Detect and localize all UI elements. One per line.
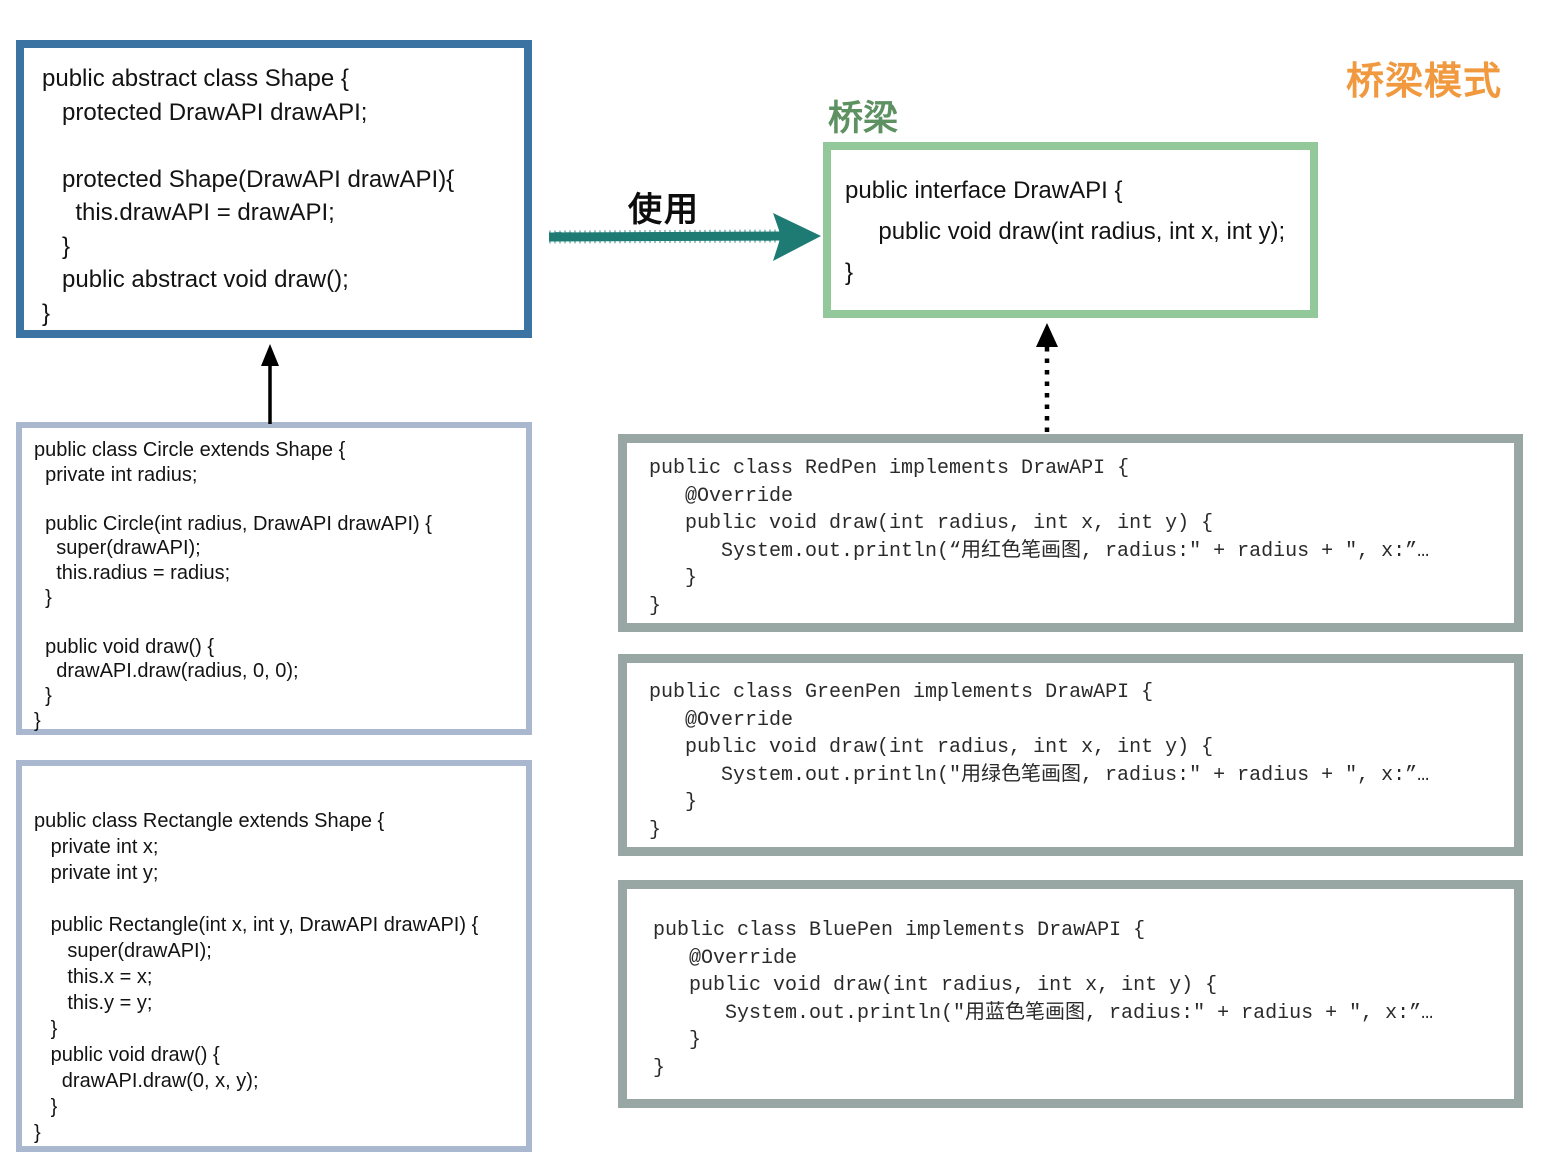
- drawapi-interface-box: public interface DrawAPI { public void d…: [823, 142, 1318, 318]
- redpen-class-code: public class RedPen implements DrawAPI {…: [649, 457, 1430, 618]
- extends-arrow-icon: [261, 344, 279, 424]
- shape-class-code: public abstract class Shape { protected …: [42, 65, 455, 327]
- bluepen-class-code: public class BluePen implements DrawAPI …: [653, 919, 1434, 1080]
- rectangle-class-box: public class Rectangle extends Shape { p…: [16, 760, 532, 1152]
- bluepen-class-box: public class BluePen implements DrawAPI …: [618, 880, 1523, 1108]
- circle-class-box: public class Circle extends Shape { priv…: [16, 422, 532, 735]
- implements-arrow-icon: [1036, 323, 1058, 432]
- uses-arrow-icon: [548, 213, 821, 261]
- rectangle-class-code: public class Rectangle extends Shape { p…: [34, 810, 479, 1144]
- uses-label: 使用: [628, 191, 700, 229]
- greenpen-class-code: public class GreenPen implements DrawAPI…: [649, 681, 1430, 842]
- diagram-title: 桥梁模式: [1346, 61, 1503, 103]
- drawapi-interface-code: public interface DrawAPI { public void d…: [845, 177, 1286, 286]
- redpen-class-box: public class RedPen implements DrawAPI {…: [618, 434, 1523, 632]
- greenpen-class-box: public class GreenPen implements DrawAPI…: [618, 654, 1523, 856]
- shape-class-box: public abstract class Shape { protected …: [16, 40, 532, 338]
- circle-class-code: public class Circle extends Shape { priv…: [34, 439, 432, 732]
- bridge-label: 桥梁: [828, 99, 899, 138]
